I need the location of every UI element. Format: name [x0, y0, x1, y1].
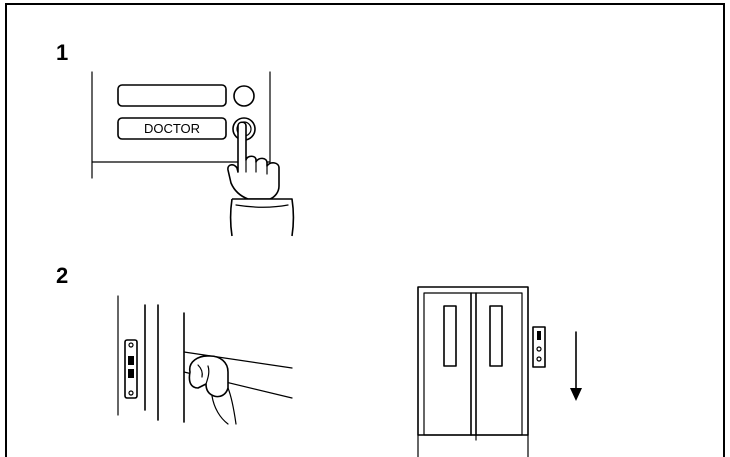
- step-2-number: 2: [56, 263, 68, 288]
- nameplate-empty: [117, 84, 227, 107]
- nameplate-doctor: [117, 117, 227, 140]
- elevator-icon: [417, 286, 546, 457]
- door-scene: [117, 295, 293, 425]
- call-button-top[interactable]: [233, 85, 255, 107]
- nameplate-doctor-label: DOCTOR: [144, 121, 200, 136]
- panel-border: [5, 3, 725, 457]
- hand-pressing-button-icon: [227, 121, 295, 237]
- arrow-down-icon: [570, 331, 582, 401]
- door-lock-icon: [124, 339, 138, 399]
- step-1-number: 1: [56, 40, 68, 65]
- hand-pushing-door-icon: [188, 355, 237, 425]
- elevator-call-panel: [532, 326, 546, 368]
